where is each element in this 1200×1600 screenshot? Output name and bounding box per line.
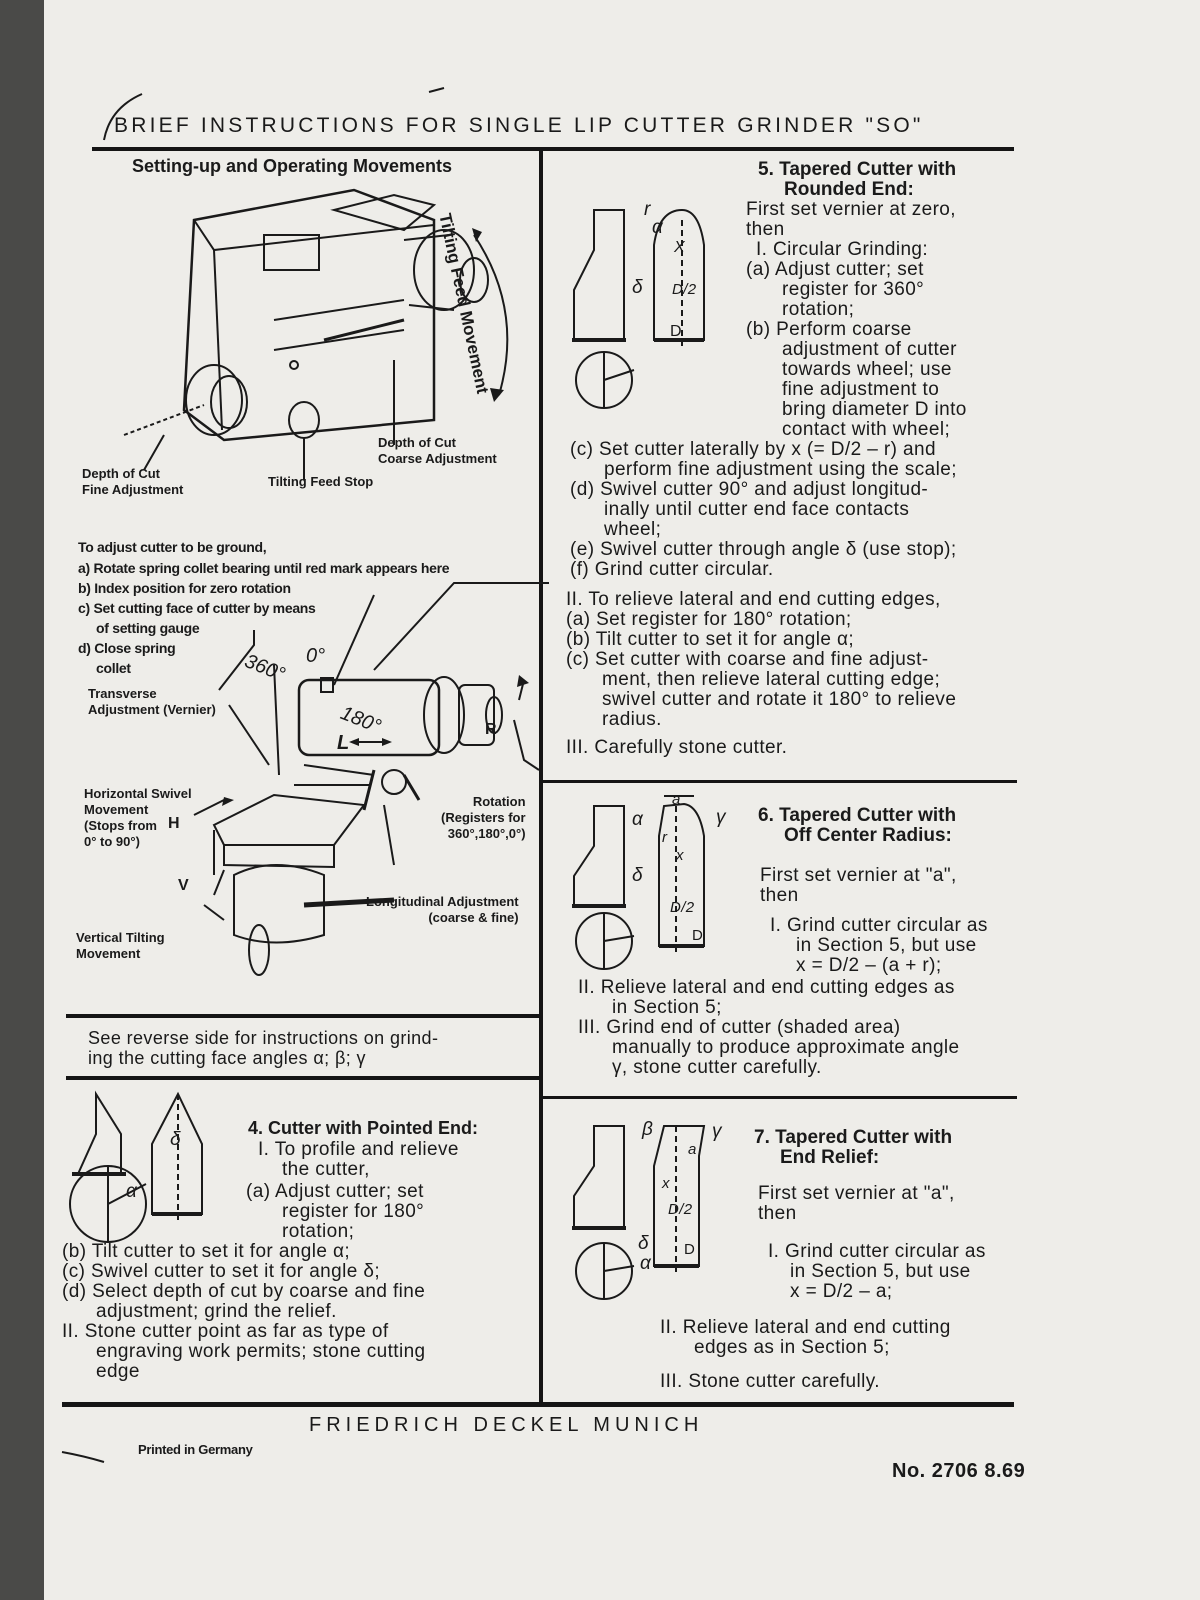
reverse-note: See reverse side for instructions on gri… [88,1028,439,1068]
sec7-fig-delta: δ [638,1233,649,1254]
sec6-title: 6. Tapered Cutter with Off Center Radius… [758,805,957,846]
sec6-fig-r: r [662,829,668,846]
letter-v: V [178,877,189,894]
step-c-cont: of setting gauge [96,620,200,636]
column-divider [539,150,543,1404]
footer-rule [62,1402,1014,1407]
sec7-title: 7. Tapered Cutter with End Relief: [754,1127,953,1168]
letter-l: L [337,732,350,754]
header-rule [92,147,1014,151]
sec4-alpha: α [126,1181,138,1202]
sec5-body-b: (c) Set cutter laterally by x (= D/2 – r… [570,439,957,580]
sec6-fig-a: a [672,791,681,808]
sec5-fig-r: r [644,199,651,220]
sec6-fig-alpha: α [632,809,644,830]
sec4-delta: δ [170,1129,181,1150]
sec4-body-c: (b) Tilt cutter to set it for angle α; (… [62,1241,426,1382]
header-title: BRIEF INSTRUCTIONS FOR SINGLE LIP CUTTER… [114,114,924,137]
setup-title: Setting-up and Operating Movements [132,156,453,176]
sec6-fig-x: x [676,847,684,864]
frame-lines [103,87,445,141]
sec7-fig-gamma: γ [712,1121,722,1142]
sec5-fig-x: X [674,239,686,256]
footer-marks [61,1451,105,1463]
sec6-figure [572,795,705,970]
adjust-intro: To adjust cutter to be ground, [78,539,267,555]
sec4-body-a: I. To profile and relieve the cutter, [258,1139,459,1180]
sec6-fig-d2: D/2 [670,899,695,916]
instruction-sheet: BRIEF INSTRUCTIONS FOR SINGLE LIP CUTTER… [44,0,1200,1600]
right-rule-2 [541,1096,1017,1099]
sec5-figure [572,208,705,409]
footer-maker: FRIEDRICH DECKEL MUNICH [309,1414,704,1436]
adjust-steps: a) Rotate spring collet bearing until re… [78,558,450,678]
sec6-body-a: First set vernier at "a", then I. Grind … [760,865,988,976]
sec7-body-b: II. Relieve lateral and end cutting edge… [660,1317,951,1392]
step-a: a) Rotate spring collet bearing until re… [78,560,450,576]
step-b: b) Index position for zero rotation [78,580,291,596]
footer-docno: No. 2706 8.69 [892,1460,1026,1482]
sec7-body-a: First set vernier at "a", then I. Grind … [758,1183,986,1302]
sec7-fig-a: a [688,1141,697,1158]
left-rule-2 [66,1076,542,1080]
sec7-figure [572,1125,706,1300]
sec7-fig-alpha: α [640,1253,652,1274]
sec7-fig-d: D [684,1241,696,1258]
letter-r: R [485,721,497,738]
sec5-title: 5. Tapered Cutter with Rounded End: [758,159,957,200]
collet-illustration [193,582,549,976]
longitudinal-label: Longitudinal Adjustment(coarse & fine) [366,894,519,925]
left-rule-1 [66,1014,542,1018]
sec6-fig-gamma: γ [716,807,726,828]
sec5-fig-d: D [670,323,682,340]
machine-illustration [123,188,509,480]
sec5-fig-d2: D/2 [672,281,697,298]
sec4-figure [69,1090,203,1243]
sec7-fig-x: x [662,1175,670,1192]
sec6-fig-d: D [692,927,704,944]
step-d-cont: collet [96,660,131,676]
sec7-fig-d2: D/2 [668,1201,693,1218]
sec5-fig-alpha: α [652,217,664,238]
right-rule-1 [541,780,1017,783]
sec6-body-b: II. Relieve lateral and end cutting edge… [578,977,960,1078]
sec4-title: 4. Cutter with Pointed End: [248,1118,478,1138]
letter-h: H [168,815,180,832]
tilting-stop-label: Tilting Feed Stop [268,474,374,489]
sec7-fig-beta: β [642,1119,654,1140]
sec5-body-c: II. To relieve lateral and end cutting e… [566,589,957,758]
sec5-fig-delta: δ [632,277,643,298]
footer-printed: Printed in Germany [138,1442,253,1457]
step-c: c) Set cutting face of cutter by means [78,600,316,616]
step-d: d) Close spring [78,640,176,656]
deg-0-label: 0° [306,645,326,667]
sec5-body-a: First set vernier at zero, then I. Circu… [746,199,967,440]
sec4-body-b: (a) Adjust cutter; set register for 180°… [246,1181,425,1242]
sec6-fig-delta: δ [632,865,643,886]
